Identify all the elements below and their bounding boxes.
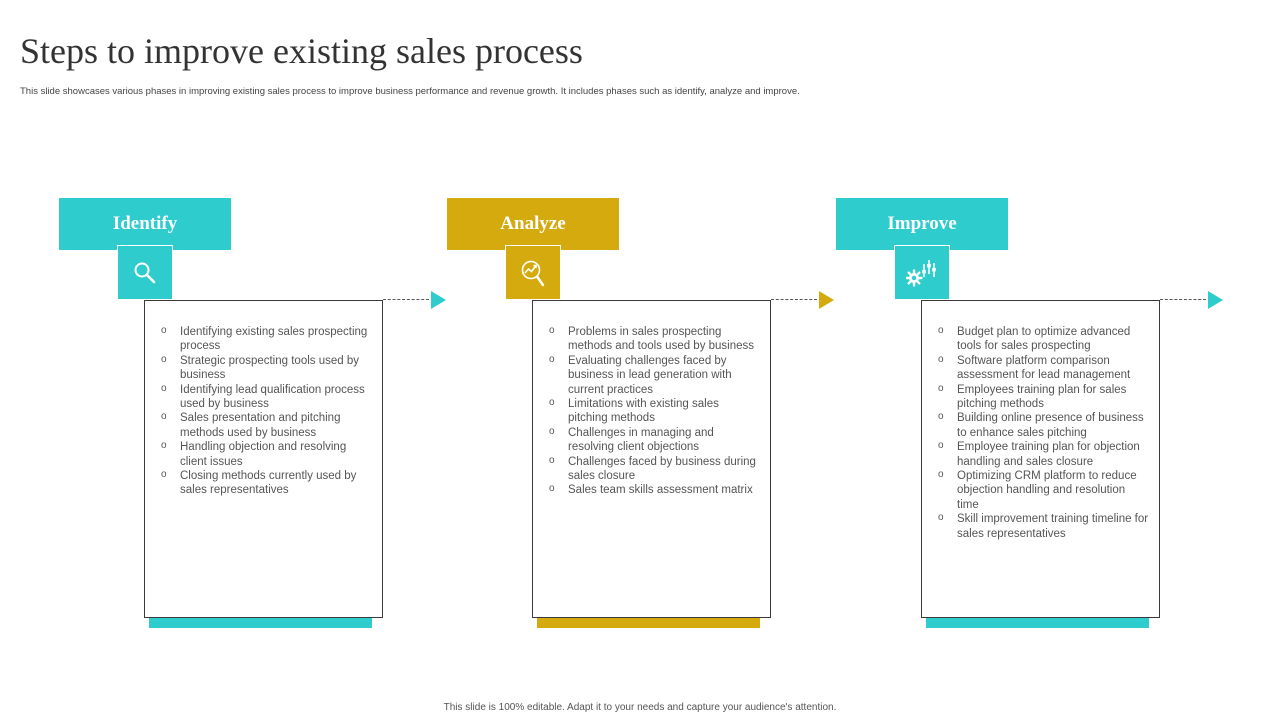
- magnifier-icon: [117, 245, 173, 300]
- list-item: Problems in sales prospecting methods an…: [549, 324, 760, 354]
- list-item: Software platform comparison assessment …: [938, 353, 1149, 383]
- slide-footer: This slide is 100% editable. Adapt it to…: [443, 702, 837, 713]
- phase-card: Problems in sales prospecting methods an…: [532, 300, 771, 618]
- phase-improve: Budget plan to optimize advanced tools f…: [836, 198, 1226, 628]
- list-item: Sales presentation and pitching methods …: [161, 410, 372, 440]
- card-base-bar: [537, 618, 760, 628]
- list-item: Employee training plan for objection han…: [938, 439, 1149, 469]
- list-item: Identifying lead qualification process u…: [161, 382, 372, 412]
- connector-line: [1160, 299, 1206, 300]
- phase-card: Budget plan to optimize advanced tools f…: [921, 300, 1160, 618]
- list-item: Limitations with existing sales pitching…: [549, 396, 760, 426]
- connector-line: [383, 299, 429, 300]
- analysis-icon: [505, 245, 561, 300]
- list-item: Employees training plan for sales pitchi…: [938, 382, 1149, 412]
- arrow-right-icon: [819, 291, 834, 309]
- card-base-bar: [149, 618, 372, 628]
- list-item: Skill improvement training timeline for …: [938, 511, 1149, 541]
- list-item: Identifying existing sales prospecting p…: [161, 324, 372, 354]
- list-item: Challenges in managing and resolving cli…: [549, 425, 760, 455]
- list-item: Building online presence of business to …: [938, 410, 1149, 440]
- phase-analyze: Problems in sales prospecting methods an…: [447, 198, 837, 628]
- list-item: Evaluating challenges faced by business …: [549, 353, 760, 397]
- phase-card: Identifying existing sales prospecting p…: [144, 300, 383, 618]
- slide-title: Steps to improve existing sales process: [20, 31, 583, 71]
- bullet-list: Budget plan to optimize advanced tools f…: [938, 324, 1149, 541]
- list-item: Optimizing CRM platform to reduce object…: [938, 468, 1149, 512]
- list-item: Budget plan to optimize advanced tools f…: [938, 324, 1149, 354]
- arrow-right-icon: [431, 291, 446, 309]
- bullet-list: Problems in sales prospecting methods an…: [549, 324, 760, 498]
- phase-label: Improve: [836, 198, 1008, 250]
- settings-improve-icon: [894, 245, 950, 300]
- list-item: Sales team skills assessment matrix: [549, 482, 760, 497]
- list-item: Challenges faced by business during sale…: [549, 454, 760, 484]
- list-item: Closing methods currently used by sales …: [161, 468, 372, 498]
- slide-subtitle: This slide showcases various phases in i…: [20, 86, 800, 97]
- list-item: Handling objection and resolving client …: [161, 439, 372, 469]
- list-item: Strategic prospecting tools used by busi…: [161, 353, 372, 383]
- phase-label: Analyze: [447, 198, 619, 250]
- phase-identify: Identifying existing sales prospecting p…: [59, 198, 449, 628]
- connector-line: [771, 299, 817, 300]
- arrow-right-icon: [1208, 291, 1223, 309]
- bullet-list: Identifying existing sales prospecting p…: [161, 324, 372, 498]
- phase-label: Identify: [59, 198, 231, 250]
- card-base-bar: [926, 618, 1149, 628]
